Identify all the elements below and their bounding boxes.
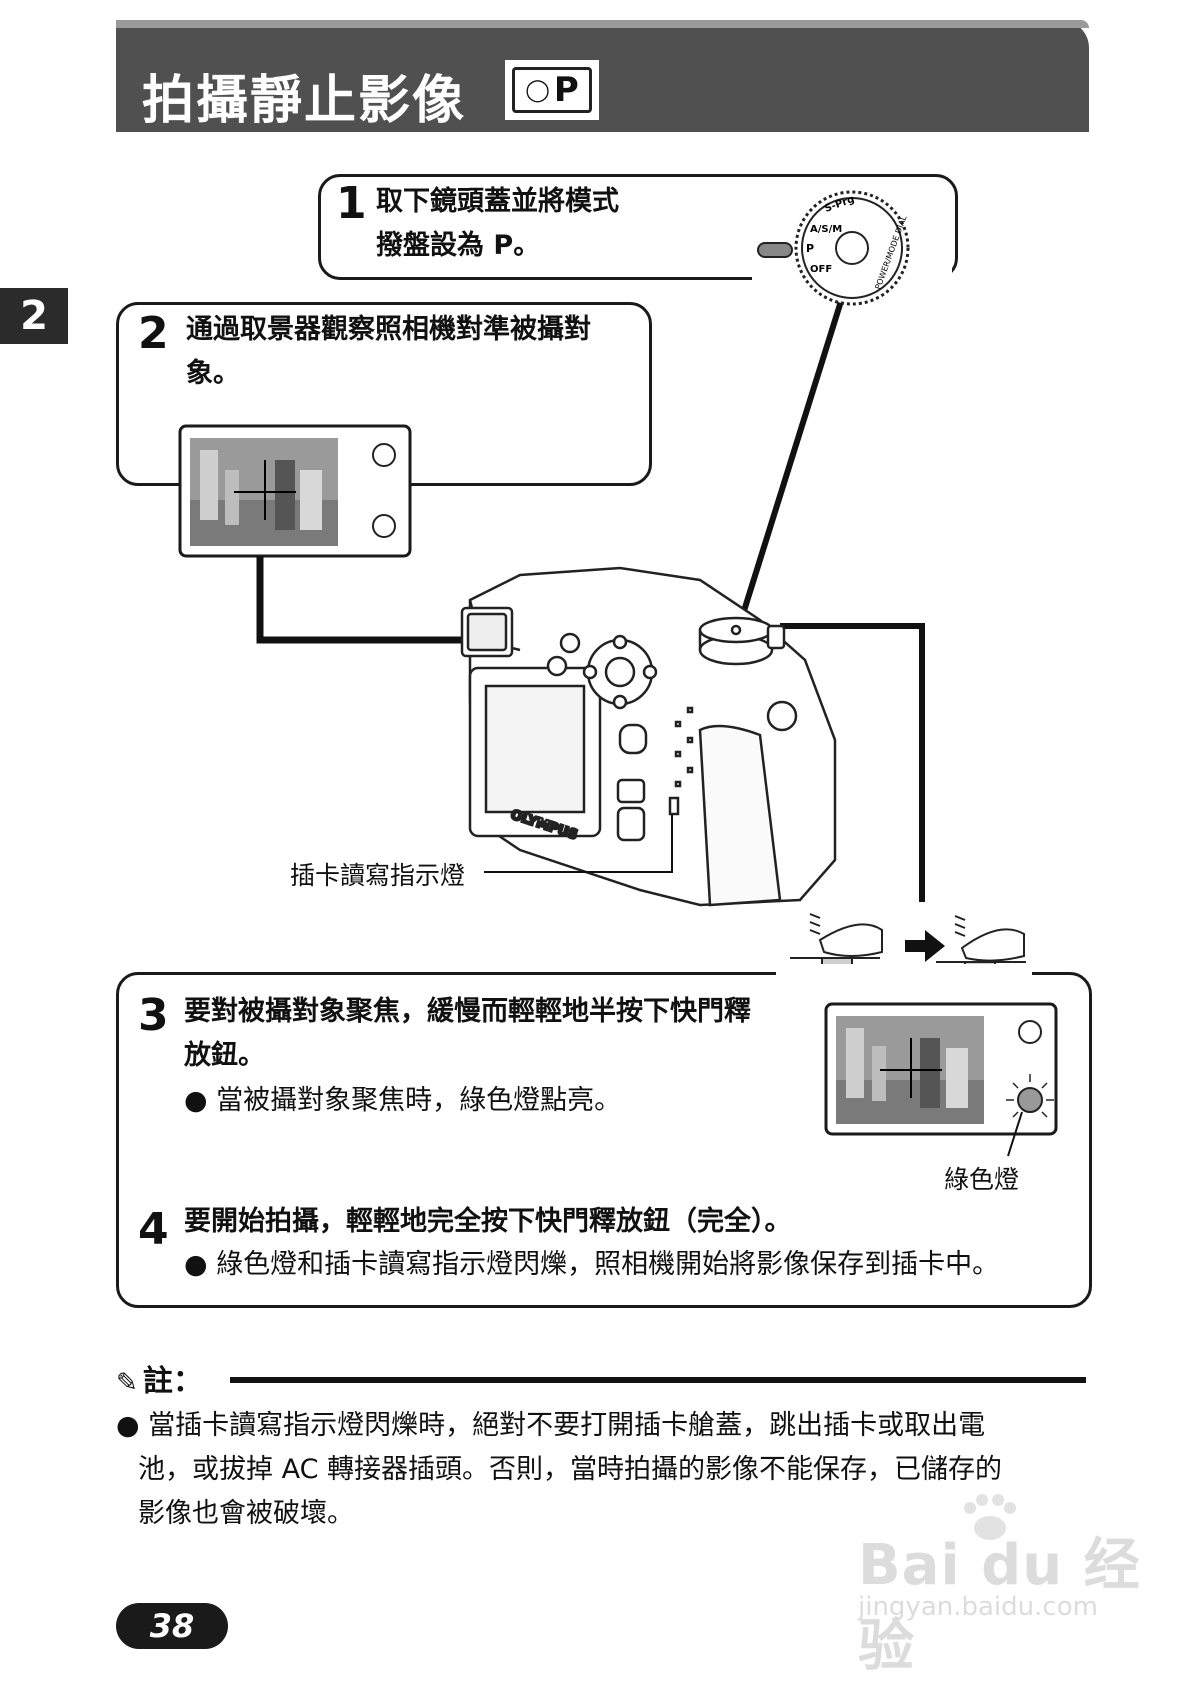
step-3-bullet-text: 當被攝對象聚焦時，綠色燈點亮。 (216, 1085, 622, 1116)
mode-badge-label: P (553, 70, 579, 110)
card-access-lamp-label: 插卡讀寫指示燈 (290, 861, 466, 890)
camera-body: OLYMPUS (460, 566, 837, 907)
step-3-number: 3 (138, 990, 169, 1041)
step-1-line-1: 取下鏡頭蓋並將模式 (376, 186, 619, 217)
chapter-tab: 2 (0, 288, 68, 344)
step-4-number: 4 (138, 1204, 169, 1255)
note-heading: 註： (142, 1364, 203, 1399)
camera-mode-icon: ◯ (525, 77, 550, 103)
baidu-paw-icon (964, 1494, 1016, 1540)
step-3-bullet: ● 當被攝對象聚焦時，綠色燈點亮。 (184, 1085, 622, 1116)
shutter-half-press-icon (790, 913, 883, 973)
viewfinder-display-step2 (178, 424, 412, 558)
step-1-number: 1 (336, 178, 367, 229)
green-lamp-label: 綠色燈 (944, 1165, 1020, 1194)
svg-text:OFF: OFF (810, 264, 832, 275)
step-3-line-1: 要對被攝對象聚焦，緩慢而輕輕地半按下快門釋 (184, 996, 751, 1027)
step-4-bullet-text: 綠色燈和插卡讀寫指示燈閃爍，照相機開始將影像保存到插卡中。 (216, 1249, 1000, 1280)
step-2-number: 2 (138, 308, 169, 359)
shutter-full-press-icon (936, 915, 1026, 973)
watermark-url: jingyan.baidu.com (858, 1592, 1098, 1622)
note-line-1-text: 當插卡讀寫指示燈閃爍時，絕對不要打開插卡艙蓋，跳出插卡或取出電 (148, 1410, 986, 1441)
page-title: 拍攝靜止影像 (142, 71, 467, 131)
step-1-line-2: 撥盤設為 P。 (376, 230, 541, 261)
step-4-line-1: 要開始拍攝，輕輕地完全按下快門釋放鈕（完全）。 (184, 1206, 792, 1237)
pencil-icon: ✎ (116, 1368, 138, 1398)
step-4-bullet: ● 綠色燈和插卡讀寫指示燈閃爍，照相機開始將影像保存到插卡中。 (184, 1249, 1000, 1280)
watermark-logo: Bai du 经验 (858, 1533, 1141, 1679)
viewfinder-display-step3 (824, 1002, 1058, 1157)
note-section: ✎ 註： (116, 1356, 203, 1400)
note-line-2: 池，或拔掉 AC 轉接器插頭。否則，當時拍攝的影像不能保存，已儲存的 (138, 1454, 1003, 1485)
step-2-line-2: 象。 (186, 358, 240, 389)
step-2-line-1: 通過取景器觀察照相機對準被攝對 (186, 314, 591, 345)
svg-text:A/S/M: A/S/M (810, 224, 842, 235)
title-bar (116, 20, 1089, 132)
note-line-1: ● 當插卡讀寫指示燈閃爍時，絕對不要打開插卡艙蓋，跳出插卡或取出電 (116, 1410, 986, 1441)
program-mode-badge: ◯P (505, 60, 599, 120)
svg-text:P: P (806, 242, 814, 255)
arrow-right-icon (905, 930, 945, 962)
note-line-3: 影像也會被破壞。 (138, 1498, 354, 1529)
mode-dial: S-Prg A/S/M P OFF POWER/MODE DIAL (757, 190, 910, 306)
step-3-line-2: 放鈕。 (184, 1040, 265, 1071)
page-number: 38 (116, 1603, 228, 1649)
